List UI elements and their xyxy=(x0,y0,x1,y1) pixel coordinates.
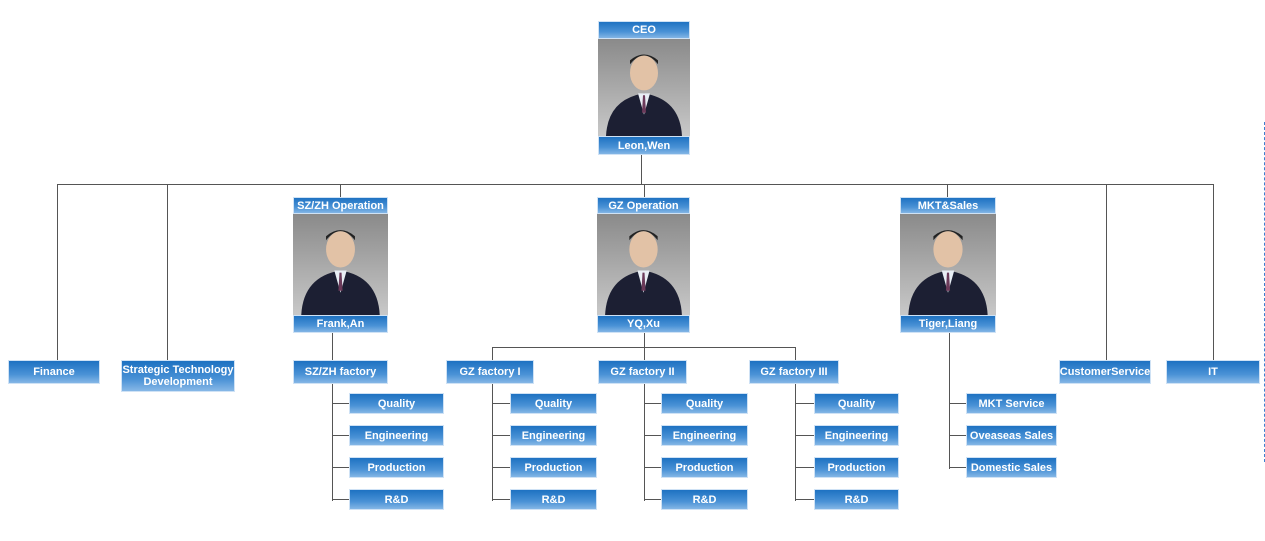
connector xyxy=(795,403,814,404)
connector xyxy=(947,184,948,197)
ceo-title: CEO xyxy=(598,21,690,39)
mkt-sales-name: Tiger,Liang xyxy=(900,315,996,333)
connector xyxy=(949,467,966,468)
connector xyxy=(332,435,349,436)
connector xyxy=(492,384,493,501)
gz-operation-photo xyxy=(597,214,690,315)
connector xyxy=(644,333,645,347)
unit-gz3-1: Engineering xyxy=(814,425,899,446)
sz-operation-name: Frank,An xyxy=(293,315,388,333)
connector xyxy=(332,384,333,501)
connector xyxy=(492,435,510,436)
sz-operation-photo xyxy=(293,214,388,315)
factory-gz-2: GZ factory II xyxy=(598,360,687,384)
ceo-photo xyxy=(598,39,690,136)
connector xyxy=(795,384,796,501)
connector xyxy=(332,333,333,360)
connector xyxy=(795,467,814,468)
unit-gz1-1: Engineering xyxy=(510,425,597,446)
dept-finance: Finance xyxy=(8,360,100,384)
mkt-sales-title: MKT&Sales xyxy=(900,197,996,214)
unit-gz2-2: Production xyxy=(661,457,748,478)
mkt-sales-photo xyxy=(900,214,996,315)
gz-operation-name: YQ,Xu xyxy=(597,315,690,333)
connector xyxy=(795,435,814,436)
dept-customer-service: CustomerService xyxy=(1059,360,1151,384)
unit-szzh-1: Engineering xyxy=(349,425,444,446)
connector xyxy=(492,499,510,500)
unit-gz1-2: Production xyxy=(510,457,597,478)
connector xyxy=(340,184,341,197)
sales-unit-2: Domestic Sales xyxy=(966,457,1057,478)
connector xyxy=(332,403,349,404)
connector xyxy=(492,467,510,468)
connector xyxy=(644,184,645,197)
unit-gz3-3: R&D xyxy=(814,489,899,510)
connector xyxy=(641,155,642,184)
connector xyxy=(949,435,966,436)
factory-gz-3: GZ factory III xyxy=(749,360,839,384)
factory-szzh: SZ/ZH factory xyxy=(293,360,388,384)
dept-it: IT xyxy=(1166,360,1260,384)
unit-gz3-2: Production xyxy=(814,457,899,478)
unit-gz2-3: R&D xyxy=(661,489,748,510)
connector xyxy=(1106,184,1107,360)
gz-operation-title: GZ Operation xyxy=(597,197,690,214)
ceo-name: Leon,Wen xyxy=(598,136,690,155)
connector xyxy=(332,467,349,468)
connector xyxy=(644,467,661,468)
unit-gz2-1: Engineering xyxy=(661,425,748,446)
connector xyxy=(332,499,349,500)
connector xyxy=(949,403,966,404)
sz-operation-title: SZ/ZH Operation xyxy=(293,197,388,214)
connector xyxy=(644,403,661,404)
connector xyxy=(167,184,168,360)
connector xyxy=(57,184,58,360)
unit-szzh-3: R&D xyxy=(349,489,444,510)
connector xyxy=(644,347,645,360)
connector xyxy=(644,384,645,501)
factory-gz-1: GZ factory I xyxy=(446,360,534,384)
connector xyxy=(795,499,814,500)
unit-szzh-2: Production xyxy=(349,457,444,478)
connector xyxy=(795,347,796,360)
unit-szzh-0: Quality xyxy=(349,393,444,414)
sales-unit-0: MKT Service xyxy=(966,393,1057,414)
unit-gz1-3: R&D xyxy=(510,489,597,510)
connector xyxy=(57,184,1214,185)
dept-strategic-technology: Strategic Technology Development xyxy=(121,360,235,392)
unit-gz3-0: Quality xyxy=(814,393,899,414)
connector xyxy=(644,499,661,500)
sales-unit-1: Oveaseas Sales xyxy=(966,425,1057,446)
unit-gz2-0: Quality xyxy=(661,393,748,414)
connector xyxy=(644,435,661,436)
connector xyxy=(492,347,493,360)
unit-gz1-0: Quality xyxy=(510,393,597,414)
connector xyxy=(1213,184,1214,360)
connector xyxy=(949,333,950,469)
connector xyxy=(492,403,510,404)
